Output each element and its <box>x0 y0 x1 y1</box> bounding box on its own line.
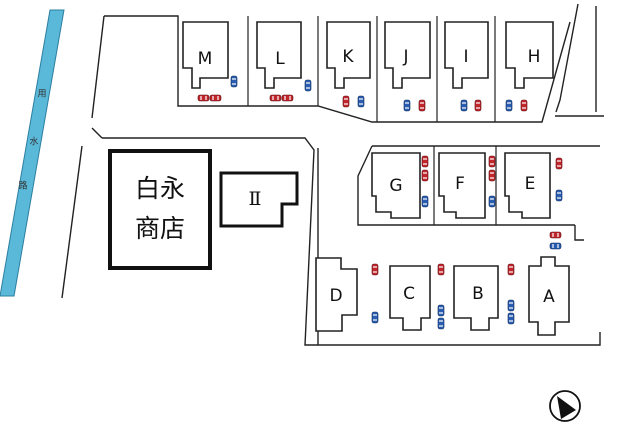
lot-K: K <box>326 21 371 108</box>
lot-label-d: D <box>329 286 342 306</box>
lot-label-e: E <box>525 174 536 194</box>
lot-label-j: J <box>402 47 408 67</box>
car-icon <box>418 99 426 112</box>
lot-G: G <box>371 152 429 219</box>
shop-label-line1: 白永 <box>135 174 185 203</box>
car-icon <box>437 263 445 276</box>
lot-M: M <box>182 21 238 102</box>
lot-B: B <box>453 263 515 331</box>
canal-label-char-3: 路 <box>18 180 27 192</box>
car-icon <box>281 94 294 102</box>
middle-row-dividers <box>433 146 497 225</box>
shop-building: 白永 商店 <box>108 149 212 270</box>
lot-label-g: G <box>389 176 402 196</box>
car-icon <box>197 94 210 102</box>
car-icon <box>403 99 411 112</box>
lot-label-m: M <box>198 49 213 69</box>
car-icon <box>549 242 562 250</box>
lot-H: H <box>505 21 554 112</box>
lot-D: D <box>315 257 379 332</box>
car-icon <box>304 79 312 92</box>
lot-F: F <box>438 152 496 219</box>
shop-block-boundary <box>102 137 601 346</box>
car-icon <box>421 195 429 208</box>
car-icon <box>357 95 365 108</box>
lot-label-i: I <box>463 47 468 67</box>
middle-block-right <box>574 225 584 241</box>
canal-label-char-1: 用 <box>37 89 46 100</box>
car-icon <box>555 157 563 170</box>
car-icon <box>555 189 563 202</box>
car-icon <box>488 155 496 168</box>
lot-L: L <box>256 21 312 102</box>
lot-C: C <box>389 263 445 331</box>
car-icon <box>371 263 379 276</box>
lot-label-l: L <box>275 49 285 69</box>
canal-label-char-2: 水 <box>29 136 38 148</box>
car-icon <box>474 99 482 112</box>
shop-label-line2: 商店 <box>135 214 185 243</box>
car-icon <box>421 155 429 168</box>
lot-E: E <box>504 152 563 219</box>
car-icon <box>371 311 379 324</box>
car-icon <box>269 94 282 102</box>
lot-label-k: K <box>342 47 354 67</box>
car-icon <box>507 299 515 312</box>
car-icon <box>507 263 515 276</box>
building-ii: Ⅱ <box>219 171 299 228</box>
middle-block-left <box>357 145 575 226</box>
car-icon <box>209 94 222 102</box>
lot-label-a: A <box>543 287 555 307</box>
car-icon <box>421 169 429 182</box>
car-icon <box>549 231 562 239</box>
lot-label-c: C <box>403 284 415 304</box>
car-icon <box>437 304 445 317</box>
upper-block-left-edge <box>91 15 105 119</box>
building-ii-label: Ⅱ <box>249 188 262 210</box>
upper-row-dividers <box>247 16 496 122</box>
shop-block-left-road <box>61 145 83 299</box>
car-icon <box>488 195 496 208</box>
north-arrow-icon <box>549 390 581 422</box>
car-icon <box>507 312 515 325</box>
car-icon <box>437 317 445 330</box>
lot-I: I <box>444 21 489 112</box>
car-icon <box>460 99 468 112</box>
lot-label-h: H <box>528 47 541 67</box>
lot-J: J <box>384 21 431 112</box>
shop-block-corner <box>91 127 103 139</box>
canal-waterway <box>0 9 65 297</box>
car-icon <box>505 99 513 112</box>
lot-A: A <box>528 256 570 336</box>
lot-label-b: B <box>472 284 484 304</box>
upper-right-road-edge <box>555 3 579 113</box>
car-icon <box>342 95 350 108</box>
car-icon <box>488 169 496 182</box>
car-icon <box>520 99 528 112</box>
car-icon <box>230 75 238 88</box>
lot-label-f: F <box>455 174 465 194</box>
canal: 用 水 路 <box>0 9 65 297</box>
